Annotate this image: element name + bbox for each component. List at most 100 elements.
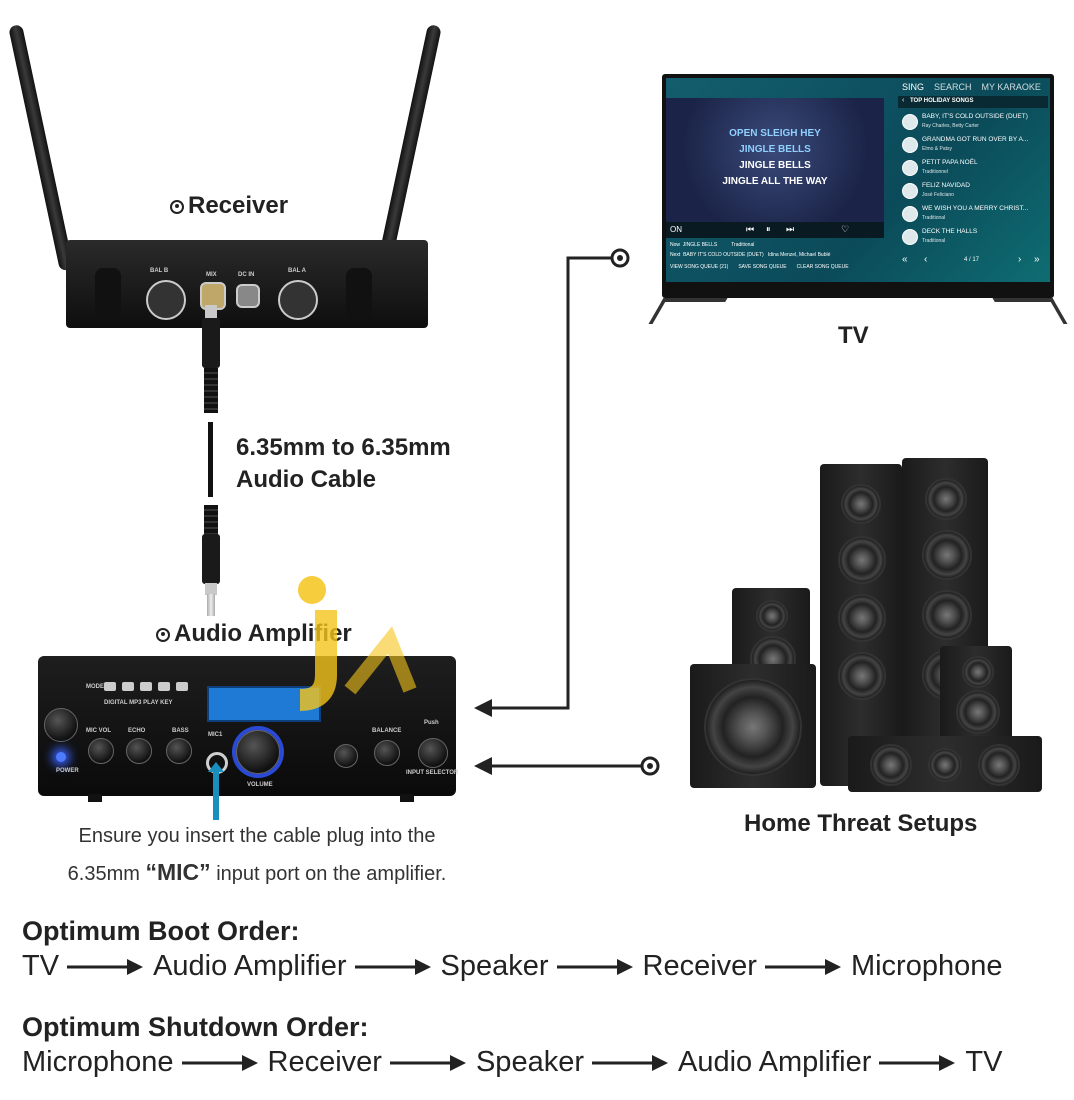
volume-knob[interactable]	[236, 730, 280, 774]
heart-icon[interactable]: ♡	[841, 224, 850, 234]
next-row: Next BABY IT'S COLD OUTSIDE (DUET) Idina…	[670, 252, 831, 258]
gift-icon	[902, 206, 918, 222]
watermark-logo	[298, 576, 417, 711]
mic-note-line2: 6.35mm “MIC” input port on the amplifier…	[67, 859, 447, 885]
bass-knob[interactable]	[166, 738, 192, 764]
mic-vol-knob[interactable]	[88, 738, 114, 764]
mode-label: MODE	[86, 684, 104, 690]
dc-in-port	[236, 284, 260, 308]
lyric-line-4: JINGLE ALL THE WAY	[722, 176, 828, 187]
now-row: Now JINGLE BELLS Traditional	[670, 242, 755, 248]
song-title: DECK THE HALLS	[922, 228, 978, 235]
pager: « ‹ 4 / 17 › »	[902, 254, 1048, 268]
xlr-port-b	[146, 280, 186, 320]
right-arrow-icon	[879, 1054, 956, 1071]
gift-icon	[902, 160, 918, 176]
sequence-step: Speaker	[475, 1046, 584, 1078]
mic-note: Ensure you insert the cable plug into th…	[22, 818, 492, 892]
tv-screen: OPEN SLEIGH HEY JINGLE BELLS JINGLE BELL…	[666, 78, 1050, 282]
right-arrow-icon	[556, 958, 633, 975]
prev-page-icon[interactable]: ‹	[924, 254, 928, 265]
queue-buttons: VIEW SONG QUEUE (21) SAVE SONG QUEUE CLE…	[670, 264, 849, 270]
sequence-step: Audio Amplifier	[677, 1046, 872, 1078]
power-label: POWER	[56, 768, 79, 774]
first-page-icon[interactable]: «	[902, 254, 908, 265]
prev-icon[interactable]: ⏮	[746, 224, 755, 234]
treble-knob[interactable]	[334, 744, 358, 768]
volume-label: VOLUME	[247, 782, 273, 788]
sequence-step: Speaker	[440, 950, 549, 982]
target-dot-icon	[170, 199, 184, 214]
gift-icon	[902, 137, 918, 153]
lead-vocal-toggle[interactable]: ON	[670, 225, 682, 234]
song-title: WE WISH YOU A MERRY CHRIST...	[922, 205, 1029, 212]
song-title: FELIZ NAVIDAD	[922, 182, 970, 189]
xlr-port-a	[278, 280, 318, 320]
shutdown-order-title: Optimum Shutdown Order:	[22, 1012, 369, 1042]
song-list-item[interactable]: BABY, IT'S COLD OUTSIDE (DUET)Ray Charle…	[902, 112, 1048, 132]
nav-my-karaoke[interactable]: MY KARAOKE	[981, 82, 1041, 92]
next-icon[interactable]: ⏭	[786, 224, 795, 234]
speakers-label: Home Threat Setups	[744, 810, 978, 837]
input-selector-knob[interactable]	[418, 738, 448, 768]
receiver-label: Receiver	[170, 192, 288, 220]
power-led	[56, 752, 66, 762]
last-page-icon[interactable]: »	[1034, 254, 1040, 265]
sequence-step: Microphone	[850, 950, 1003, 982]
nav-sing[interactable]: SING	[902, 82, 925, 92]
gift-icon	[902, 114, 918, 130]
gift-icon	[902, 183, 918, 199]
cable-label: 6.35mm to 6.35mm Audio Cable	[236, 432, 451, 496]
song-title: GRANDMA GOT RUN OVER BY A...	[922, 136, 1029, 143]
player-controls: ON ⏮ ⏸ ⏭ ♡	[666, 222, 884, 238]
lyric-line-3: JINGLE BELLS	[739, 160, 811, 171]
list-title-bar: ‹ TOP HOLIDAY SONGS	[898, 96, 1048, 108]
target-dot-icon	[156, 627, 170, 642]
lyric-line-2: JINGLE BELLS	[739, 144, 811, 155]
play-key-label: DIGITAL MP3 PLAY KEY	[104, 700, 173, 706]
balance-label: BALANCE	[372, 728, 402, 734]
echo-knob[interactable]	[126, 738, 152, 764]
next-page-icon[interactable]: ›	[1018, 254, 1022, 265]
tower-speaker-left	[820, 464, 902, 786]
cable-label-line1: 6.35mm to 6.35mm	[236, 434, 451, 461]
balance-knob[interactable]	[374, 740, 400, 766]
nav-search[interactable]: SEARCH	[934, 82, 972, 92]
right-arrow-icon	[181, 1054, 258, 1071]
mode-buttons	[104, 682, 194, 692]
mic-pointer-arrow	[208, 762, 224, 820]
sequence-step: Receiver	[642, 950, 757, 982]
right-arrow-icon	[764, 958, 841, 975]
song-list-item[interactable]: WE WISH YOU A MERRY CHRIST... Traditional	[902, 204, 1048, 224]
sequence-step: TV	[22, 950, 60, 982]
song-artist: Ray Charles, Betty Carter	[922, 123, 979, 129]
push-label: Push	[424, 720, 439, 726]
song-list-item[interactable]: GRANDMA GOT RUN OVER BY A... Elmo & Patsy	[902, 135, 1048, 155]
bass-label: BASS	[172, 728, 189, 734]
amp-main-knob[interactable]	[44, 708, 78, 742]
mic-vol-label: MIC VOL	[86, 728, 111, 734]
view-queue-button[interactable]: VIEW SONG QUEUE (21)	[670, 264, 729, 270]
port-label-bal-b: BAL B	[150, 268, 169, 274]
lyrics-panel: OPEN SLEIGH HEY JINGLE BELLS JINGLE BELL…	[666, 98, 884, 222]
clear-queue-button[interactable]: CLEAR SONG QUEUE	[796, 264, 849, 270]
chevron-left-icon[interactable]: ‹	[902, 97, 905, 104]
right-arrow-icon	[354, 958, 431, 975]
pause-icon[interactable]: ⏸	[766, 224, 771, 234]
gift-icon	[902, 229, 918, 245]
save-queue-button[interactable]: SAVE SONG QUEUE	[738, 264, 787, 270]
sequence-step: Microphone	[22, 1046, 174, 1078]
song-artist: Elmo & Patsy	[922, 146, 953, 152]
right-arrow-icon	[591, 1054, 668, 1071]
song-artist: Traditional	[922, 215, 946, 221]
lyric-line-1: OPEN SLEIGH HEY	[729, 128, 821, 139]
amplifier-body	[38, 656, 456, 796]
subwoofer	[690, 664, 816, 788]
mic-highlight: “MIC”	[145, 859, 211, 885]
echo-label: ECHO	[128, 728, 146, 734]
